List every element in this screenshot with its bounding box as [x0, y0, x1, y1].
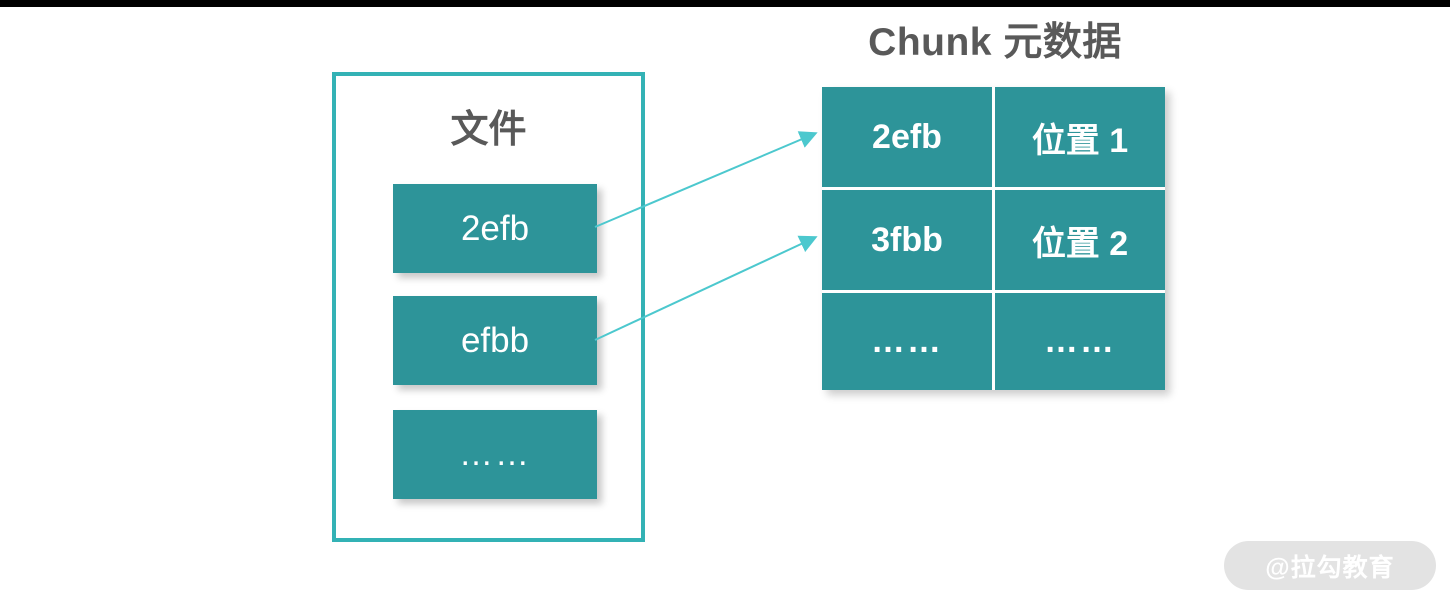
file-chunk-label-3: …… [459, 435, 531, 473]
watermark-badge: @拉勾教育 [1224, 541, 1436, 590]
file-chunk-block-3: …… [393, 410, 597, 499]
meta-chunk-value-3: …… [871, 322, 943, 360]
row-divider-2 [822, 290, 1165, 293]
meta-chunk-value-2: 3fbb [871, 220, 943, 259]
meta-cell-chunk-1: 2efb [822, 87, 992, 187]
top-black-bar [0, 0, 1450, 7]
meta-cell-location-1: 位置 1 [995, 87, 1165, 187]
chunk-metadata-table: 2efb 位置 1 3fbb 位置 2 …… …… [822, 87, 1165, 390]
meta-location-value-1: 位置 1 [1031, 121, 1129, 160]
meta-location-value-3: …… [1044, 322, 1116, 360]
file-container: 文件 2efb efbb …… [332, 72, 645, 542]
watermark-text: @拉勾教育 [1265, 553, 1395, 582]
column-divider-row-3 [992, 293, 995, 390]
meta-cell-chunk-3: …… [822, 293, 992, 390]
column-divider-row-2 [992, 190, 995, 290]
meta-cell-chunk-2: 3fbb [822, 190, 992, 290]
file-panel-title: 文件 [450, 109, 527, 151]
metadata-section-title: Chunk 元数据 [868, 21, 1122, 64]
row-divider-1 [822, 187, 1165, 190]
meta-chunk-value-1: 2efb [872, 117, 942, 156]
meta-cell-location-3: …… [995, 293, 1165, 390]
column-divider-row-1 [992, 87, 995, 187]
file-chunk-label-2: efbb [460, 320, 530, 360]
file-chunk-block-2: efbb [393, 296, 597, 385]
file-chunk-label-1: 2efb [460, 208, 530, 248]
file-chunk-block-1: 2efb [393, 184, 597, 273]
meta-cell-location-2: 位置 2 [995, 190, 1165, 290]
meta-location-value-2: 位置 2 [1031, 224, 1129, 263]
